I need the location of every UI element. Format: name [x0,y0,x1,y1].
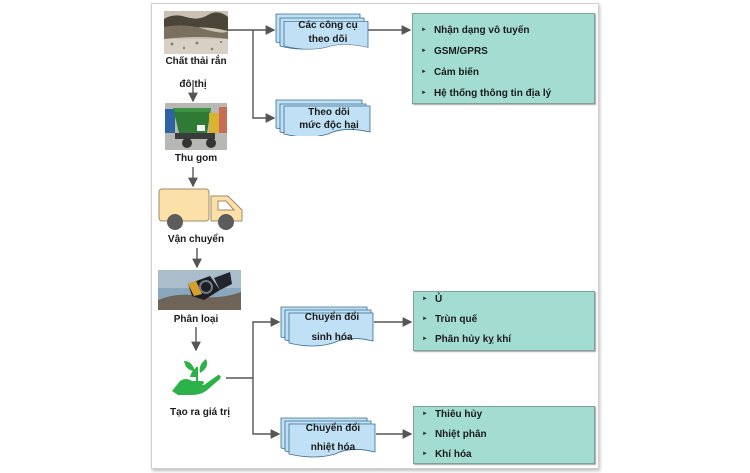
bullet-icon: ► [422,431,428,437]
garbage-truck-photo [165,103,227,150]
doc-biochemical-conversion: Chuyển đổi sinh hóa [279,303,377,347]
doc-monitoring-tools: Các công cụ theo dõi [274,10,370,50]
bullet-icon: ► [422,411,428,417]
list-thermochemical: ►Thiêu hủy ►Nhiệt phân ►Khí hóa [413,406,595,464]
stage-label-landfill: Chất thải rắn [165,56,227,67]
stage-label-value-creation: Tạo ra giá trị [169,407,230,418]
doc-thermochemical-conversion: Chuyển đổi nhiệt hóa [279,414,379,458]
list-item: ►Trùn quế [422,314,478,325]
arrow-to-biochemical [252,317,281,378]
bullet-icon: ► [421,69,427,75]
list-item: ►Cảm biến [421,67,479,78]
list-biochemical: ►Ủ ►Trùn quế ►Phân hủy kỵ khí [413,291,595,351]
stage-label-transport: Vận chuyển [167,234,225,245]
stage-label-collection: Thu gom [174,153,218,164]
bullet-icon: ► [422,336,428,342]
bullet-icon: ► [422,316,428,322]
bullet-icon: ► [421,27,427,33]
hand-plant-icon [170,357,224,397]
list-item: ►Phân hủy kỵ khí [422,334,512,345]
bullet-icon: ► [422,451,428,457]
truck-icon [158,188,244,232]
list-item: ►Hệ thống thông tin địa lý [421,88,552,99]
arrow-to-toxicity-monitoring [252,30,276,123]
stage-label-landfill-line2: đô thị [179,79,207,90]
list-item: ►Thiêu hủy [422,409,483,420]
doc-toxicity-monitoring: Theo dõi mức độc hại [274,96,372,136]
list-monitoring-tools: ►Nhận dạng vô tuyến ►GSM/GPRS ►Cảm biến … [412,13,595,104]
sorting-machine-photo [158,270,241,310]
list-item: ►Nhận dạng vô tuyến [421,25,530,36]
landfill-photo [164,11,228,54]
bullet-icon: ► [421,48,427,54]
stage-label-sorting: Phân loại [173,314,219,325]
list-item: ►GSM/GPRS [421,46,488,57]
list-item: ►Ủ [422,294,443,305]
bullet-icon: ► [421,90,427,96]
list-item: ►Khí hóa [422,449,472,460]
list-item: ►Nhiệt phân [422,429,487,440]
bullet-icon: ► [422,296,428,302]
arrow-to-thermochemical [252,378,281,439]
